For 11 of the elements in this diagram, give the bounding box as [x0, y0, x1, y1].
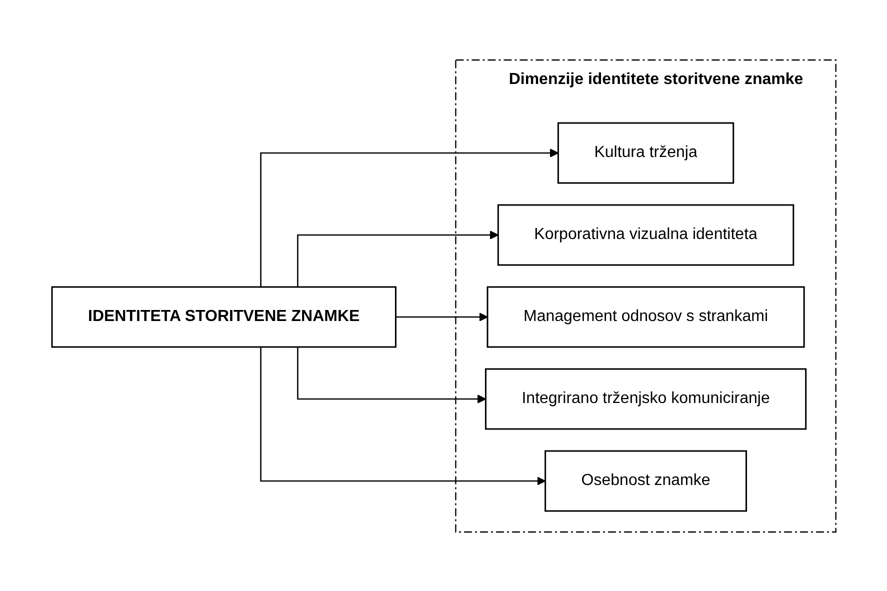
arrow — [260, 148, 558, 286]
node-box: IDENTITETA STORITVENE ZNAMKE — [50, 286, 396, 348]
node-box: Osebnost znamke — [544, 450, 747, 512]
node-box: Kultura trženja — [557, 122, 734, 184]
arrow — [296, 346, 486, 403]
arrow — [394, 312, 488, 321]
node-box: Integrirano trženjsko komuniciranje — [484, 368, 806, 430]
arrow — [296, 230, 498, 286]
arrow — [260, 346, 546, 485]
node-box: Korporativna vizualna identiteta — [496, 204, 794, 266]
node-box: Management odnosov s strankami — [486, 286, 804, 348]
